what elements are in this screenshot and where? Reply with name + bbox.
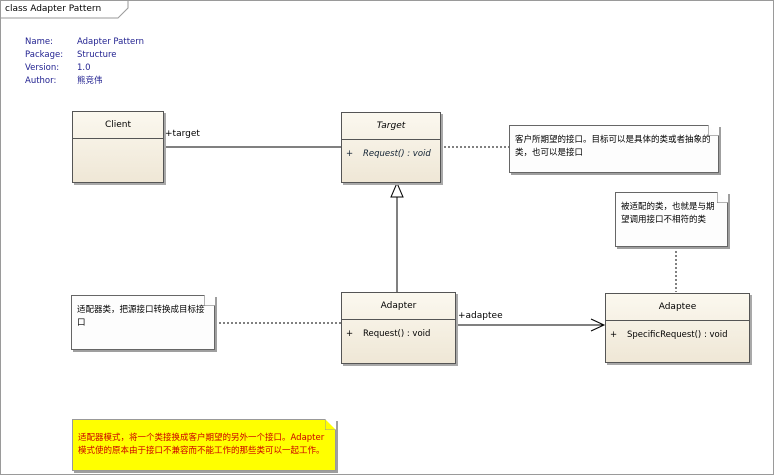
meta-key: Package: — [25, 50, 64, 60]
generalization-arrowhead — [390, 181, 404, 198]
note-text: 被适配的类，也就是与期望调用接口不相符的类 — [621, 202, 715, 225]
visibility-marker: + — [610, 330, 618, 340]
meta-value: 熊竞伟 — [77, 76, 103, 86]
adaptee-role-label: +adaptee — [458, 311, 503, 321]
meta-name-row: Name: Adapter Pattern — [25, 36, 144, 49]
note-fold-icon — [325, 419, 336, 430]
summary-note[interactable]: 适配器模式，将一个类接换成客户期望的另外一个接口。Adapter模式使的原本由于… — [72, 419, 336, 471]
meta-value: Adapter Pattern — [77, 37, 145, 47]
class-name: Client — [73, 112, 163, 139]
navigability-arrowhead — [590, 318, 606, 332]
meta-key: Name: — [25, 37, 53, 47]
class-operation: + Request() : void — [342, 320, 455, 339]
note-fold-icon — [717, 192, 728, 203]
class-operation: + SpecificRequest() : void — [606, 321, 749, 340]
meta-key: Version: — [25, 63, 60, 73]
note-text: 适配器类，把源接口转换成目标接口 — [77, 305, 205, 328]
frame-title: class Adapter Pattern — [5, 4, 102, 14]
class-name: Adaptee — [606, 294, 749, 321]
operation-signature: Request() : void — [363, 149, 431, 159]
target-role-label: +target — [165, 129, 200, 139]
client-class[interactable]: Client — [72, 111, 164, 183]
diagram-metadata: Name: Adapter Pattern Package: Structure V… — [25, 36, 144, 88]
adapter-class[interactable]: Adapter + Request() : void — [341, 292, 456, 364]
target-note[interactable]: 客户所期望的接口。目标可以是具体的类或者抽象的类，也可以是接口 — [509, 125, 719, 173]
adaptee-class[interactable]: Adaptee + SpecificRequest() : void — [605, 293, 750, 363]
meta-package-row: Package: Structure — [25, 49, 144, 62]
operation-signature: Request() : void — [363, 329, 431, 339]
frame-tab-shape — [0, 0, 129, 19]
target-class[interactable]: Target + Request() : void — [341, 112, 441, 183]
meta-value: Structure — [77, 50, 117, 60]
visibility-marker: + — [346, 329, 354, 339]
note-fold-icon — [708, 125, 719, 136]
adaptee-note[interactable]: 被适配的类，也就是与期望调用接口不相符的类 — [615, 192, 728, 247]
visibility-marker: + — [346, 149, 354, 159]
adapter-note[interactable]: 适配器类，把源接口转换成目标接口 — [71, 295, 215, 350]
class-operation: + Request() : void — [342, 140, 440, 159]
class-name: Target — [342, 113, 440, 140]
meta-version-row: Version: 1.0 — [25, 62, 144, 75]
note-fold-icon — [204, 295, 215, 306]
operation-signature: SpecificRequest() : void — [627, 330, 728, 340]
meta-author-row: Author: 熊竞伟 — [25, 75, 144, 88]
note-text: 适配器模式，将一个类接换成客户期望的另外一个接口。Adapter模式使的原本由于… — [78, 433, 325, 456]
meta-key: Author: — [25, 76, 57, 86]
note-text: 客户所期望的接口。目标可以是具体的类或者抽象的类，也可以是接口 — [515, 135, 711, 158]
class-name: Adapter — [342, 293, 455, 320]
meta-value: 1.0 — [77, 63, 91, 73]
